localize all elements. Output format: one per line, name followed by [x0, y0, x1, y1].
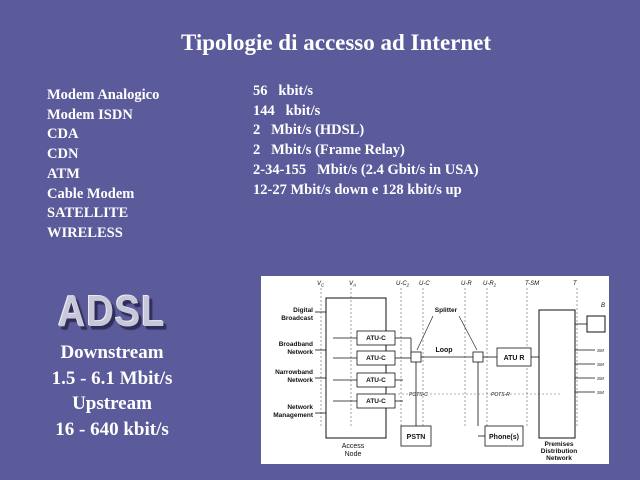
- ref-point-t: T: [573, 281, 578, 287]
- list-item: Cable Modem: [47, 185, 135, 202]
- ref-point-ur2: U-R2: [483, 281, 497, 288]
- list-item: ATM: [47, 165, 80, 182]
- ref-point-uc2: U-C2: [396, 281, 410, 288]
- access-node-box: [325, 297, 387, 439]
- splitter-label: Splitter: [435, 307, 458, 314]
- list-item: CDN: [47, 146, 79, 163]
- terminal-label: SM: [597, 348, 604, 353]
- atu-c-label: ATU-C: [366, 398, 386, 405]
- ref-point-tsm: T-SM: [525, 281, 539, 287]
- terminal-label: SM: [597, 390, 604, 395]
- upstream-rate: 16 - 640 kbit/s: [55, 418, 169, 440]
- pstn-label: PSTN: [407, 434, 426, 441]
- list-item: CDA: [47, 126, 79, 143]
- adsl-architecture-diagram: VC VA U-C2 U-C U-R U-R2 T-SM T B Digital…: [261, 276, 609, 464]
- pots-c-label: POTS-C: [409, 392, 428, 398]
- adsl-logo: ADSL: [58, 288, 166, 337]
- ref-point-b: B: [601, 303, 605, 309]
- slide-title: Tipologie di accesso ad Internet: [180, 30, 492, 55]
- downstream-label: Downstream: [60, 342, 164, 363]
- list-item: Modem Analogico: [47, 87, 160, 103]
- atu-c-label: ATU-C: [366, 377, 386, 384]
- list-item: Modem ISDN: [47, 106, 133, 123]
- splitter-r: [472, 351, 484, 363]
- ref-point-vc: VC: [317, 281, 325, 288]
- terminal-label: SM: [597, 362, 604, 367]
- adsl-speeds: Downstream 1.5 - 6.1 Mbit/s Upstream 16 …: [22, 340, 202, 442]
- list-item: 12-27 Mbit/s down e 128 kbit/s up: [253, 181, 462, 198]
- ref-point-ur: U-R: [461, 281, 472, 287]
- list-item: 2 Mbit/s (Frame Relay): [253, 142, 405, 159]
- atu-r-label: ATU R: [504, 355, 525, 362]
- loop-label: Loop: [435, 347, 452, 354]
- list-item: SATELLITE: [47, 205, 129, 222]
- pstn-box: [400, 425, 432, 447]
- list-item: 2 Mbit/s (HDSL): [253, 122, 365, 139]
- pots-r-label: POTS-R: [491, 392, 510, 398]
- upstream-label: Upstream: [72, 393, 152, 414]
- list-item: 2-34-155 Mbit/s (2.4 Gbit/s in USA): [253, 161, 479, 178]
- speed-list: 56 kbit/s 144 kbit/s 2 Mbit/s (HDSL) 2 M…: [253, 82, 479, 200]
- list-item: 144 kbit/s: [253, 102, 321, 119]
- atu-c-label: ATU-C: [366, 355, 386, 362]
- list-item: 56 kbit/s: [253, 83, 314, 99]
- atu-c-label: ATU-C: [366, 335, 386, 342]
- access-type-list: Modem Analogico Modem ISDN CDA CDN ATM C…: [47, 86, 159, 244]
- downstream-rate: 1.5 - 6.1 Mbit/s: [51, 367, 173, 389]
- premises-box: [538, 309, 576, 439]
- list-item: WIRELESS: [47, 224, 123, 241]
- phones-label: Phone(s): [489, 434, 519, 441]
- terminal-label: SM: [597, 376, 604, 381]
- terminal-box: [586, 315, 606, 333]
- ref-point-uc: U-C: [419, 281, 430, 287]
- splitter-c: [410, 351, 422, 363]
- ref-point-va: VA: [349, 281, 356, 288]
